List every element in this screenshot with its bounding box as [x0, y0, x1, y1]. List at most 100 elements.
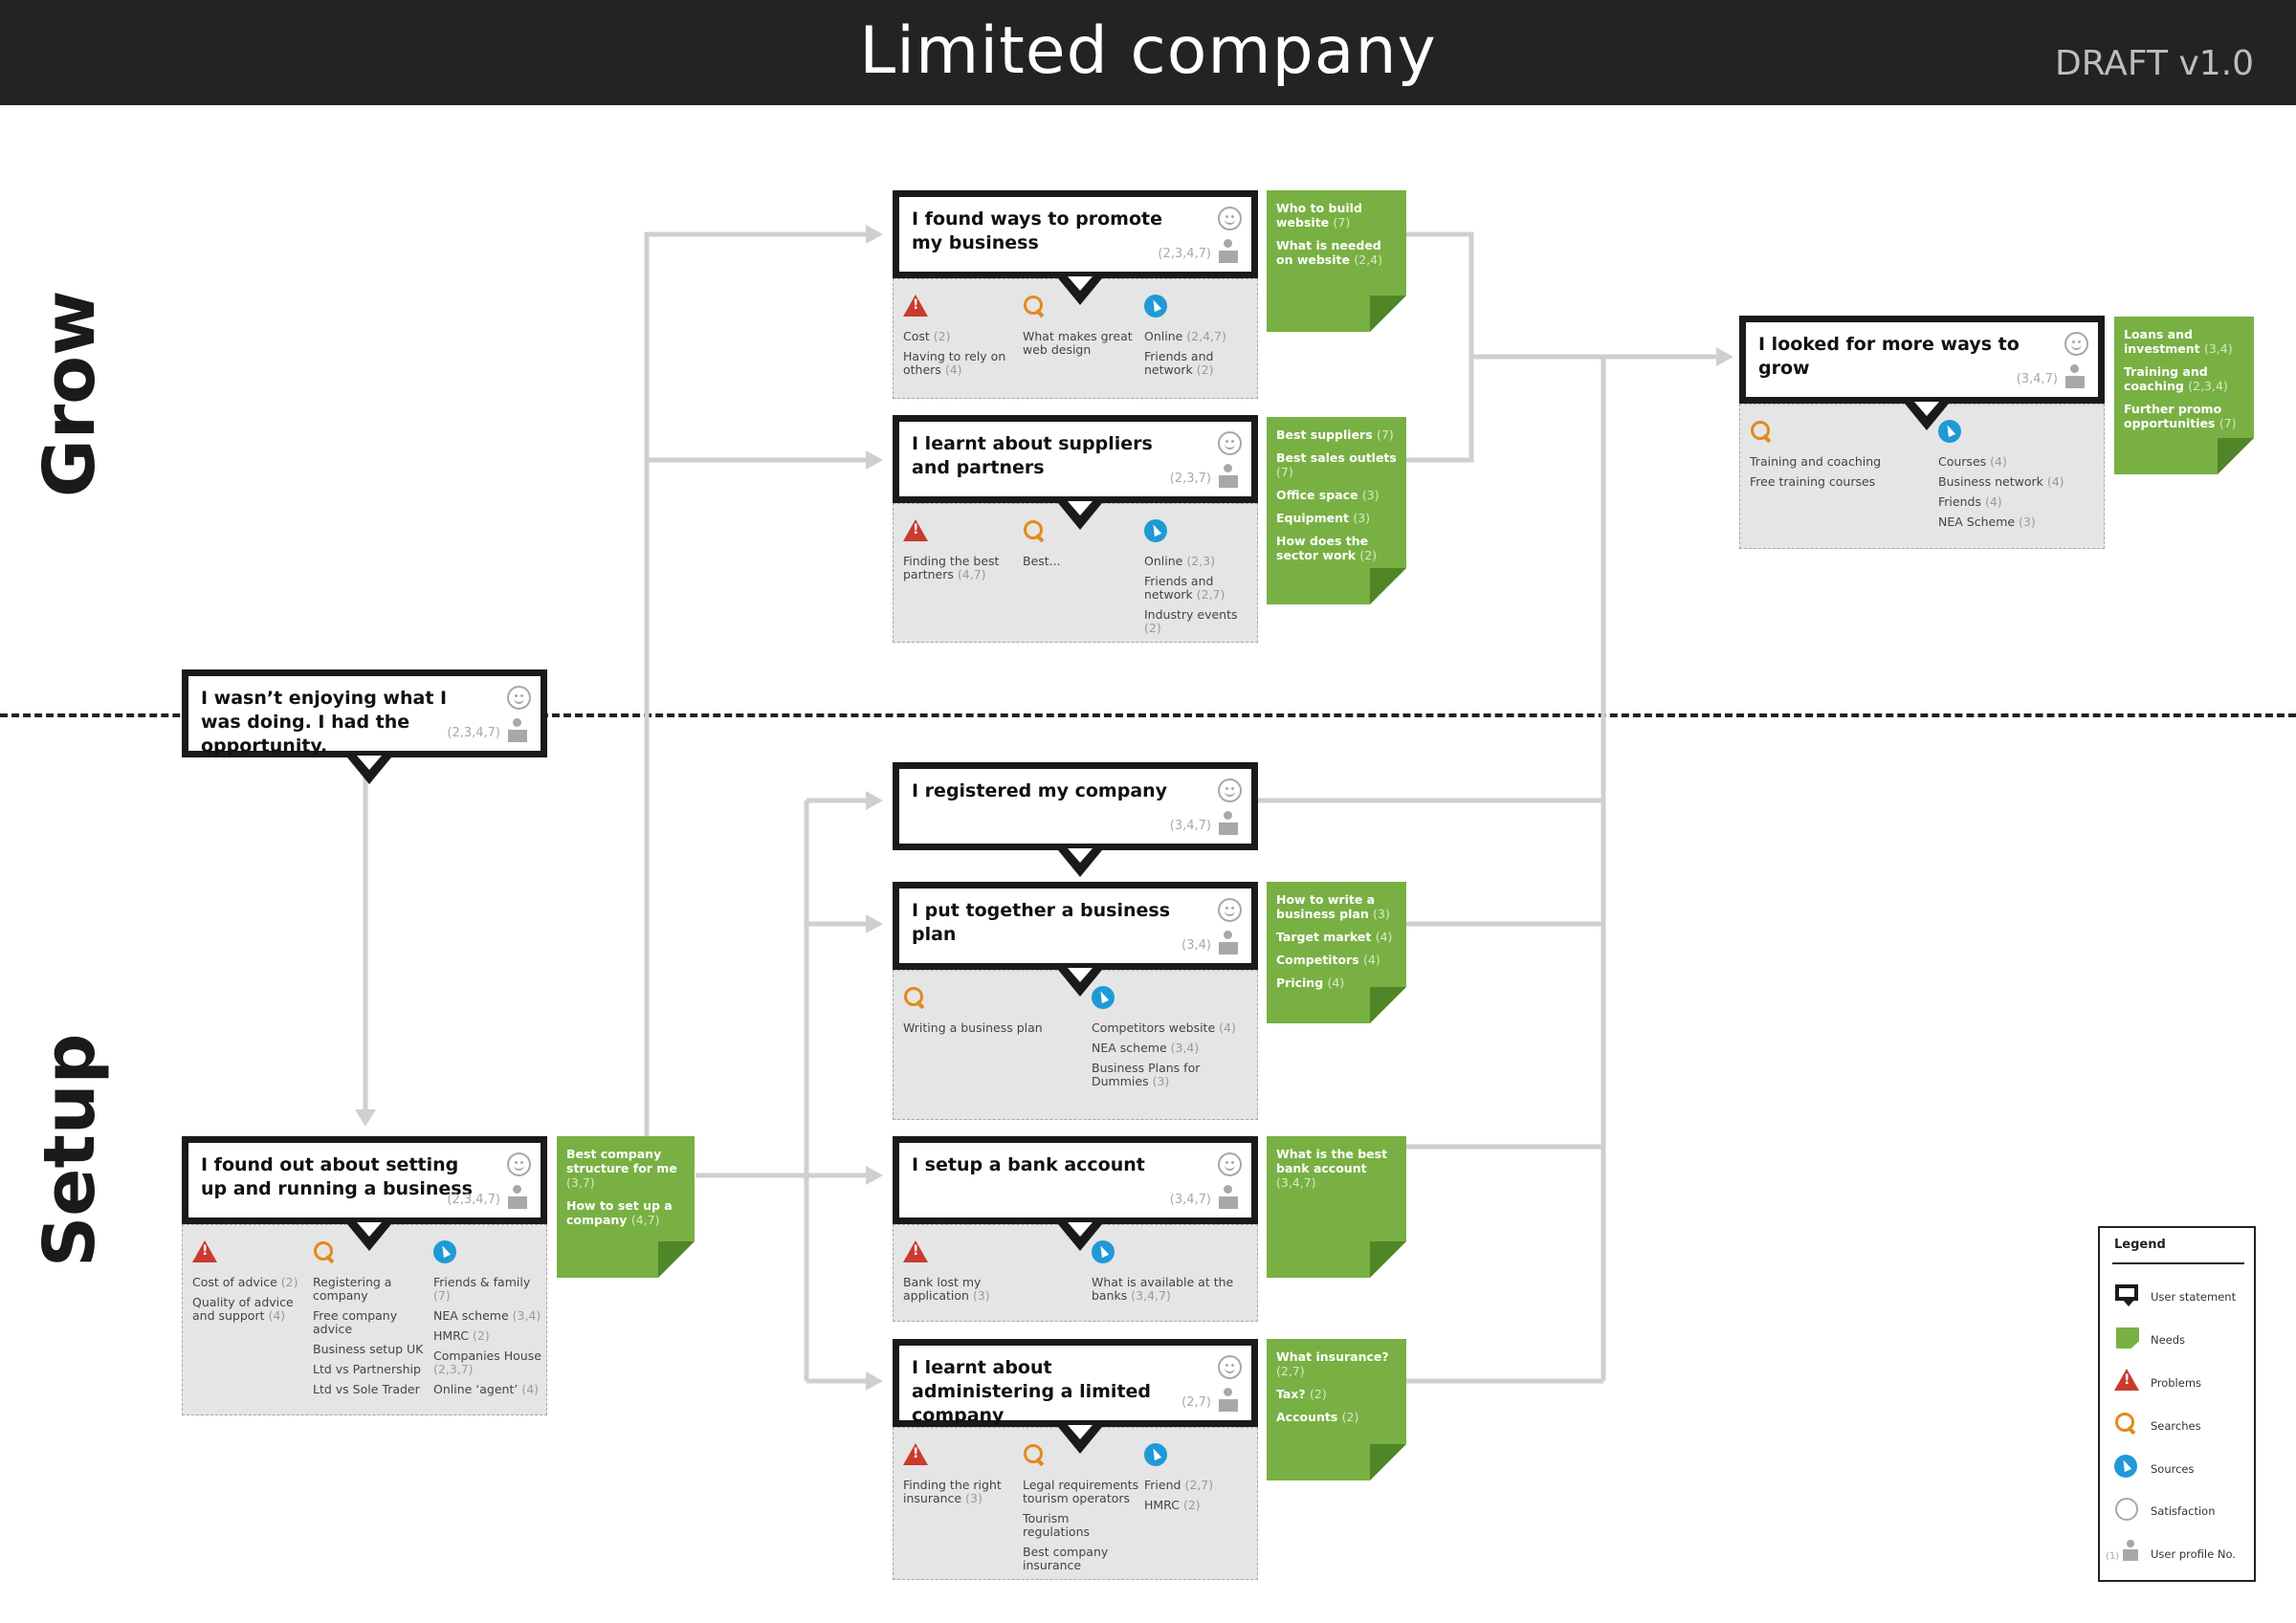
- search-icon: [1750, 420, 1774, 444]
- search-item: Tourism regulations: [1023, 1511, 1091, 1539]
- source-item: Online ‘agent’ (4): [433, 1382, 540, 1396]
- source-item: What is available at the banks (3,4,7): [1092, 1275, 1234, 1303]
- legend-item-problems: Problems: [2114, 1369, 2256, 1395]
- arrowhead: [866, 1371, 883, 1391]
- search-item: What makes great web design: [1023, 329, 1133, 357]
- speech-tail: [1058, 1222, 1102, 1251]
- arrowhead: [866, 225, 883, 244]
- section-divider: [0, 713, 2296, 717]
- search-icon: [313, 1240, 337, 1264]
- user-statement-card: I found out about setting up and running…: [182, 1136, 547, 1251]
- problem-item: Finding the best partners (4,7): [903, 554, 1000, 581]
- smiley-icon: [1218, 207, 1242, 230]
- warning-icon: [903, 1443, 928, 1465]
- legend-item-profile: (1) User profile No.: [2106, 1540, 2256, 1567]
- person-icon: [1218, 239, 1239, 264]
- problem-item: Bank lost my application (3): [903, 1275, 990, 1303]
- profile-numbers: (3,4,7): [2016, 372, 2058, 386]
- cursor-icon: [1144, 519, 1167, 542]
- searches-column: Writing a business plan: [903, 986, 1075, 1042]
- search-item: Business setup UK: [313, 1342, 424, 1356]
- person-icon: [1218, 1185, 1239, 1210]
- search-item: Free training courses: [1750, 474, 1876, 489]
- problem-item: Cost (2): [903, 329, 951, 343]
- source-item: Friend (2,7): [1144, 1478, 1214, 1492]
- legend-item-sources: Sources: [2114, 1455, 2256, 1481]
- speech-tail: [1058, 276, 1102, 305]
- warning-icon: [903, 519, 928, 541]
- problem-item: Quality of advice and support (4): [192, 1295, 294, 1323]
- user-statement-card: I learnt about administering a limited c…: [893, 1339, 1258, 1454]
- connector-promote-out: [1406, 231, 1716, 360]
- source-item: NEA scheme (3,4): [1092, 1041, 1200, 1055]
- statement-text: I found out about setting up and running…: [201, 1154, 473, 1199]
- source-item: Online (2,3): [1144, 554, 1215, 568]
- profile-numbers: (2,3,4,7): [1158, 247, 1211, 261]
- header-bar: Limited company DRAFT v1.0: [0, 0, 2296, 105]
- legend-item-satisfaction: Satisfaction: [2114, 1497, 2256, 1524]
- source-item: Competitors website (4): [1092, 1020, 1236, 1035]
- speech-tail: [1058, 848, 1102, 877]
- source-item: NEA Scheme (3): [1938, 515, 2036, 529]
- sources-column: What is available at the banks (3,4,7): [1092, 1240, 1245, 1309]
- source-item: Business Plans for Dummies (3): [1092, 1061, 1201, 1088]
- smiley-icon: [1218, 1355, 1242, 1379]
- source-item: NEA scheme (3,4): [433, 1308, 541, 1323]
- search-item: Free company advice: [313, 1308, 398, 1336]
- smiley-icon: [1218, 779, 1242, 802]
- needs-note: How to write a business plan (3) Target …: [1267, 882, 1406, 1023]
- warning-icon: [192, 1240, 217, 1262]
- speech-tail: [347, 1222, 391, 1251]
- cursor-icon: [2114, 1455, 2137, 1478]
- statement-text: I learnt about suppliers and partners: [912, 433, 1153, 478]
- problems-column: Finding the best partners (4,7): [903, 519, 1010, 588]
- smiley-icon: [507, 686, 531, 710]
- cursor-icon: [1144, 295, 1167, 318]
- needs-note: What insurance? (2,7) Tax? (2) Accounts …: [1267, 1339, 1406, 1480]
- sources-column: Courses (4) Business network (4) Friends…: [1938, 420, 2091, 536]
- search-item: Ltd vs Sole Trader: [313, 1382, 420, 1396]
- needs-note: Best suppliers (7) Best sales outlets (7…: [1267, 417, 1406, 604]
- speech-tail: [1058, 1425, 1102, 1454]
- profile-numbers: (2,3,4,7): [447, 1193, 500, 1207]
- person-icon: [2122, 1540, 2139, 1563]
- problem-item: Finding the right insurance (3): [903, 1478, 1002, 1505]
- user-statement-card: I registered my company (3,4,7): [893, 762, 1258, 877]
- user-statement-card: I found ways to promote my business (2,3…: [893, 190, 1258, 305]
- speech-tail: [1058, 501, 1102, 530]
- search-item: Writing a business plan: [903, 1020, 1043, 1035]
- source-item: Friends and network (2): [1144, 349, 1214, 377]
- page-title: Limited company: [859, 13, 1437, 89]
- problems-column: Cost (2) Having to rely on others (4): [903, 295, 1010, 384]
- search-item: Training and coaching: [1750, 454, 1882, 469]
- profile-numbers: (3,4): [1181, 938, 1211, 953]
- smiley-icon: [2064, 332, 2088, 356]
- warning-icon: [903, 295, 928, 317]
- cursor-icon: [433, 1240, 456, 1263]
- source-item: Friends and network (2,7): [1144, 574, 1225, 602]
- source-item: Courses (4): [1938, 454, 2007, 469]
- sources-column: Friend (2,7) HMRC (2): [1144, 1443, 1255, 1519]
- searches-column: What makes great web design: [1023, 295, 1136, 363]
- profile-numbers: (2,7): [1181, 1395, 1211, 1410]
- needs-note: Loans and investment (3,4) Training and …: [2114, 317, 2254, 474]
- problem-item: Cost of advice (2): [192, 1275, 298, 1289]
- source-item: Friends & family (7): [433, 1275, 531, 1303]
- searches-column: Legal requirements tourism operators Tou…: [1023, 1443, 1139, 1579]
- smiley-icon: [1218, 1152, 1242, 1176]
- warning-icon: [2114, 1369, 2139, 1391]
- speech-tail: [1058, 968, 1102, 997]
- statement-text: I put together a business plan: [912, 900, 1171, 945]
- problems-column: Finding the right insurance (3): [903, 1443, 1010, 1512]
- needs-note: What is the best bank account (3,4,7): [1267, 1136, 1406, 1278]
- problems-column: Bank lost my application (3): [903, 1240, 1018, 1309]
- details-panel: Cost (2) Having to rely on others (4) Wh…: [893, 278, 1258, 399]
- speech-card-icon: [2115, 1284, 2138, 1306]
- user-statement-card: I learnt about suppliers and partners (2…: [893, 415, 1258, 530]
- search-icon: [903, 986, 927, 1010]
- connector-suppliers-out: [1406, 357, 1474, 463]
- person-icon: [1218, 1388, 1239, 1413]
- arrowhead: [866, 791, 883, 810]
- search-icon: [1023, 519, 1047, 543]
